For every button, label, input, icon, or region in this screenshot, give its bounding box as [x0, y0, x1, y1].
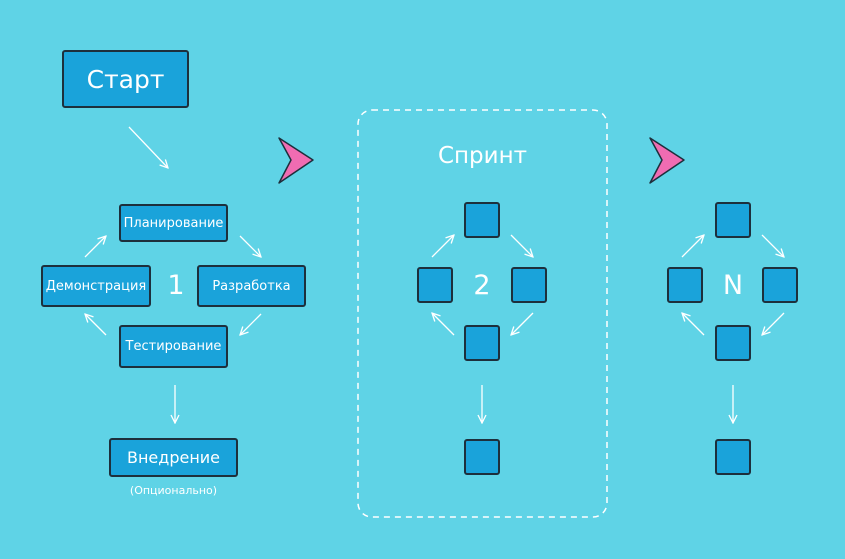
planning-label: Планирование [123, 215, 224, 231]
arrow [681, 235, 704, 258]
testing-label: Тестирование [125, 339, 222, 354]
development-label: Разработка [212, 278, 291, 294]
sprint2-top-box [464, 202, 500, 238]
arrow [84, 236, 106, 258]
sprint-title: Спринт [437, 143, 528, 169]
sprint-number-1: 1 [167, 270, 185, 301]
arrow [128, 126, 168, 168]
sprintN-right-box [762, 267, 798, 303]
arrow [510, 234, 533, 257]
sprint-frame [357, 109, 608, 518]
sprintN-bottom-box [715, 325, 751, 361]
sprint-number-2: 2 [473, 270, 491, 301]
sprintN-top-box [715, 202, 751, 238]
arrow [761, 234, 784, 257]
demo-box: Демонстрация [41, 265, 151, 307]
deploy-note: (Опционально) [129, 484, 218, 497]
development-box: Разработка [197, 265, 306, 307]
sprint-number-n: N [722, 270, 744, 301]
arrow [85, 314, 107, 336]
sprint2-right-box [511, 267, 547, 303]
testing-box: Тестирование [119, 325, 228, 368]
sprintN-deploy-box [715, 439, 751, 475]
arrow [432, 313, 455, 336]
chevron-right-icon [649, 137, 685, 184]
deploy-box: Внедрение [109, 438, 238, 477]
chevron-right-icon [278, 137, 314, 184]
arrow [431, 235, 454, 258]
start-box: Старт [62, 50, 189, 108]
demo-label: Демонстрация [45, 278, 147, 294]
sprintN-left-box [667, 267, 703, 303]
arrow [511, 312, 534, 335]
sprint2-left-box [417, 267, 453, 303]
deploy-label: Внедрение [126, 448, 221, 467]
arrow [682, 313, 705, 336]
arrow [239, 235, 261, 257]
arrow [762, 312, 785, 335]
arrow [240, 313, 262, 335]
start-label: Старт [86, 64, 165, 94]
planning-box: Планирование [119, 204, 228, 242]
sprint2-deploy-box [464, 439, 500, 475]
sprint2-bottom-box [464, 325, 500, 361]
